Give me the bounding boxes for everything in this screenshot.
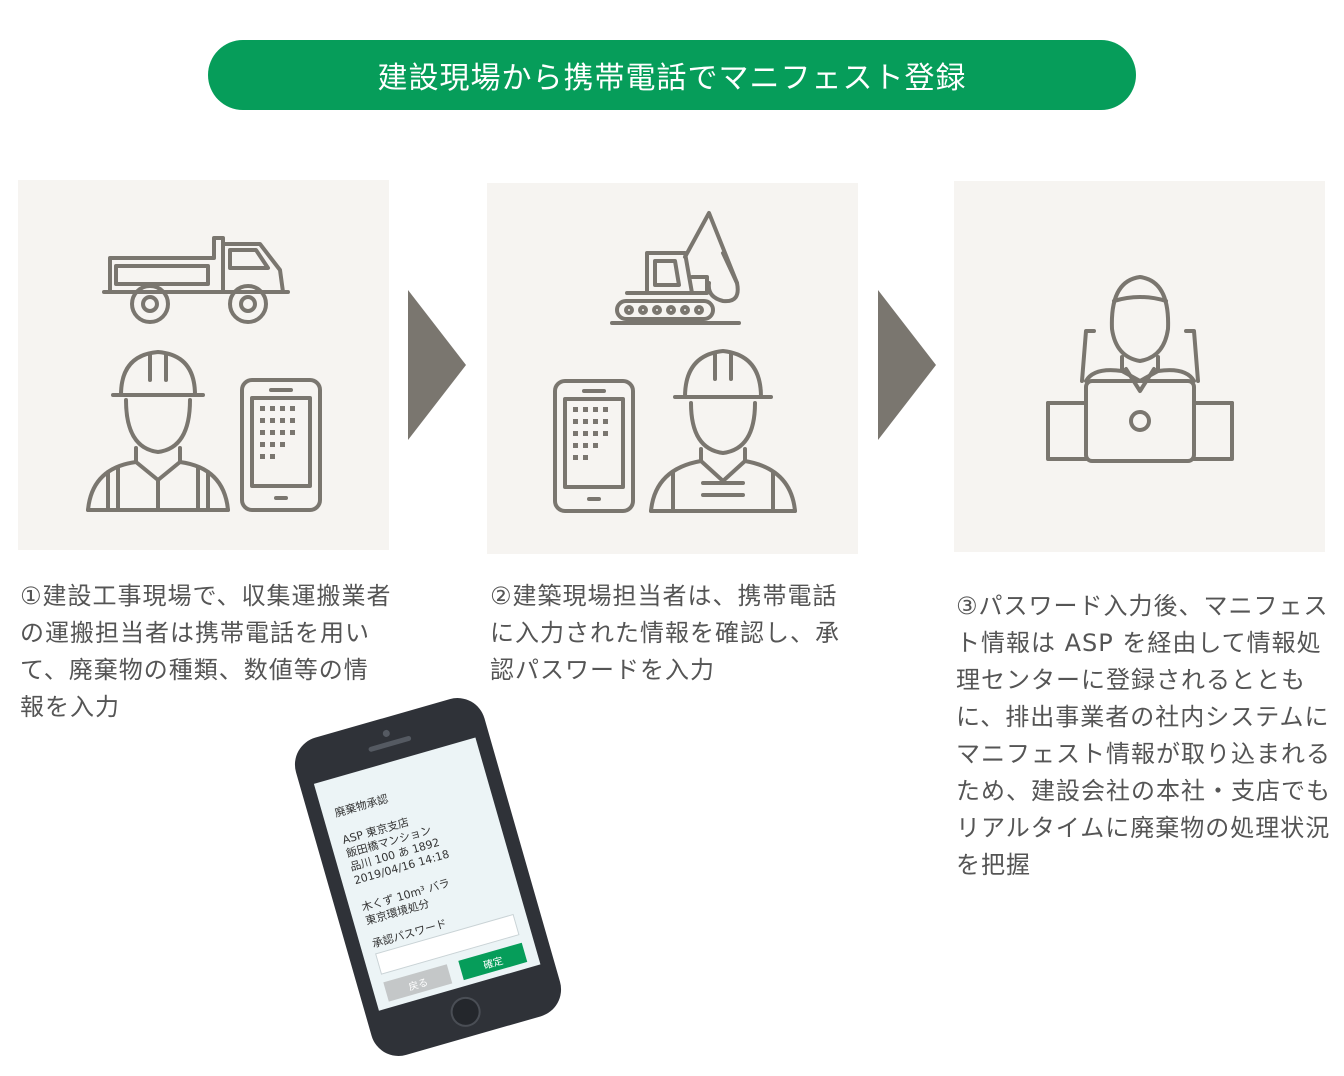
step-3-description: ③パスワード入力後、マニフェスト情報は ASP を経由して情報処理センターに登録… bbox=[956, 592, 1331, 879]
phone-mockup: 廃棄物承認 ASP 東京支店 飯田橋マンション 品川 100 あ 1892 20… bbox=[288, 691, 568, 1063]
title-banner: 建設現場から携帯電話でマニフェスト登録 bbox=[208, 40, 1136, 110]
arrow-right-icon bbox=[878, 290, 936, 440]
smartphone-icon bbox=[240, 378, 322, 512]
phone-screen-dots bbox=[260, 406, 295, 459]
worker-helmet-icon bbox=[86, 350, 230, 512]
step-2-panel bbox=[487, 183, 858, 554]
office-worker-laptop-icon bbox=[1046, 275, 1234, 463]
step-3-panel bbox=[954, 181, 1325, 552]
excavator-icon bbox=[610, 211, 741, 325]
phone-screen-dots bbox=[573, 407, 608, 460]
step-1-description: ①建設工事現場で、収集運搬業者の運搬担当者は携帯電話を用いて、廃棄物の種類、数値… bbox=[20, 582, 392, 721]
screen-title: 廃棄物承認 bbox=[333, 792, 390, 820]
worker-helmet-icon bbox=[649, 349, 797, 513]
dump-truck-icon bbox=[102, 236, 290, 324]
step-2-description: ②建築現場担当者は、携帯電話に入力された情報を確認し、承認パスワードを入力 bbox=[490, 582, 840, 684]
smartphone-icon bbox=[553, 379, 635, 513]
phone-screen: 廃棄物承認 ASP 東京支店 飯田橋マンション 品川 100 あ 1892 20… bbox=[313, 737, 541, 1011]
step-1-panel bbox=[18, 180, 389, 550]
arrow-right-icon bbox=[408, 290, 466, 440]
banner-title: 建設現場から携帯電話でマニフェスト登録 bbox=[377, 61, 967, 96]
